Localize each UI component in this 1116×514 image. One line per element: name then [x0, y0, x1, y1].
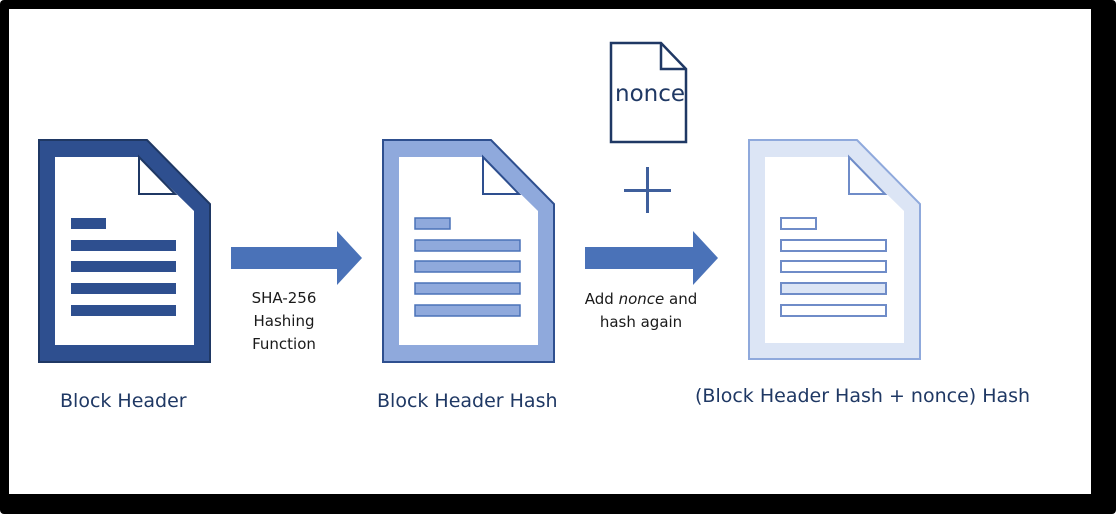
block-header-hash-document-icon — [382, 139, 555, 363]
sha256-label-line2: Hashing — [253, 312, 315, 330]
doc-line — [780, 260, 887, 273]
add-nonce-label-em: nonce — [618, 290, 665, 308]
doc-line — [780, 239, 887, 252]
add-nonce-label-pre: Add — [584, 290, 619, 308]
diagram-graphics — [38, 41, 921, 363]
add-nonce-arrow — [585, 231, 718, 285]
plus-icon — [624, 167, 671, 213]
sha256-arrow — [231, 231, 362, 285]
doc-line — [71, 283, 176, 294]
block-header-document-icon — [38, 139, 211, 363]
doc-line — [414, 217, 451, 230]
doc-line — [414, 304, 521, 317]
doc-line — [414, 239, 521, 252]
nonce-document-icon — [609, 41, 688, 144]
doc-line — [71, 305, 176, 316]
doc-line — [414, 260, 521, 273]
final-hash-document-icon — [748, 139, 921, 360]
add-nonce-arrow-label: Add nonce and hash again — [571, 288, 711, 334]
doc-line — [71, 261, 176, 272]
doc-line — [780, 304, 887, 317]
block-header-caption: Block Header — [60, 390, 187, 412]
block-header-hash-caption: Block Header Hash — [377, 390, 558, 412]
doc-line — [414, 282, 521, 295]
nonce-label: nonce — [615, 81, 686, 107]
doc-line — [71, 218, 106, 229]
sha256-label-line3: Function — [252, 335, 316, 353]
doc-line — [780, 217, 817, 230]
doc-line — [71, 240, 176, 251]
diagram-canvas: nonce SHA-256 Hashing Function Add nonce… — [9, 9, 1091, 494]
add-nonce-label-post: and — [664, 290, 698, 308]
doc-line — [780, 282, 887, 295]
sha256-arrow-label: SHA-256 Hashing Function — [234, 287, 334, 356]
final-hash-caption: (Block Header Hash + nonce) Hash — [695, 385, 1031, 407]
sha256-label-line1: SHA-256 — [251, 289, 317, 307]
add-nonce-label-line1: Add nonce and — [571, 288, 711, 311]
add-nonce-label-line2: hash again — [599, 313, 683, 331]
